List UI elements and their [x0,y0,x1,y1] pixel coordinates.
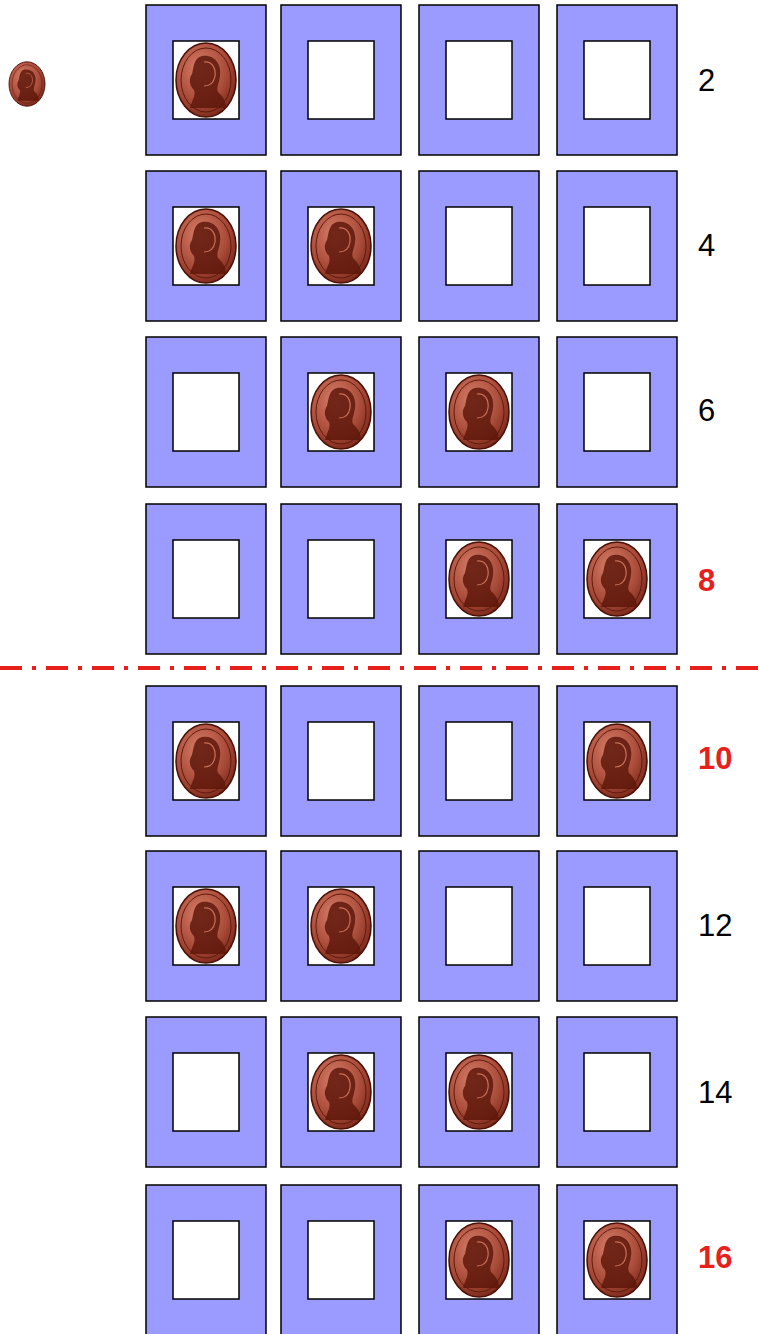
slot-window [584,1221,650,1299]
slot-window [173,722,239,800]
slot-frame [281,851,401,1001]
slot-frame [557,504,677,654]
slot-window [584,722,650,800]
slot-window [173,1221,239,1299]
slot-frame [146,337,266,487]
slot-frame [281,337,401,487]
penny [176,43,236,117]
slot-frame [419,1185,539,1334]
slot-window [308,207,374,285]
slot-window [173,41,239,119]
slot-window [584,373,650,451]
count-number: 16 [698,1242,732,1273]
slot-window [584,41,650,119]
slot-frame [146,504,266,654]
slot-frame [557,5,677,155]
slot-frame [146,686,266,836]
penny [9,62,45,106]
slot-frame [557,1185,677,1334]
count-number: 4 [698,230,715,261]
slot-window [446,540,512,618]
count-number: 6 [698,395,715,426]
slot-window [584,887,650,965]
count-number: 10 [698,743,732,774]
slot-window [308,722,374,800]
slot-frame [146,1017,266,1167]
slot-window [584,540,650,618]
slot-frame [281,5,401,155]
slot-window [173,887,239,965]
slot-frame [281,504,401,654]
penny [449,1223,509,1297]
slot-frame [557,851,677,1001]
slot-frame [419,337,539,487]
slot-window [584,207,650,285]
penny [311,1055,371,1129]
slot-frame [419,1017,539,1167]
penny [449,375,509,449]
slot-window [584,1053,650,1131]
count-number: 2 [698,65,715,96]
slot-window [173,540,239,618]
slot-window [446,1221,512,1299]
penny [587,542,647,616]
slot-window [308,1221,374,1299]
slot-window [308,1053,374,1131]
slot-window [446,1053,512,1131]
slot-frame [281,686,401,836]
penny [449,1055,509,1129]
slot-frame [146,851,266,1001]
slot-frame [419,686,539,836]
slot-window [173,373,239,451]
penny [176,724,236,798]
slot-frame [281,1017,401,1167]
penny [587,1223,647,1297]
slot-frame [281,1185,401,1334]
slot-frame [146,171,266,321]
slot-window [446,722,512,800]
slot-frame [419,504,539,654]
slot-frame [419,171,539,321]
slot-window [446,887,512,965]
slot-window [446,41,512,119]
slot-window [446,207,512,285]
slot-frame [557,171,677,321]
penny [311,889,371,963]
slot-frame [281,171,401,321]
slot-window [308,540,374,618]
slot-window [173,207,239,285]
count-number: 14 [698,1077,732,1108]
penny [176,209,236,283]
penny [449,542,509,616]
slot-frame [146,1185,266,1334]
penny [311,209,371,283]
count-number: 12 [698,910,732,941]
slot-window [308,887,374,965]
penny [311,375,371,449]
count-number: 8 [698,565,715,596]
penny [587,724,647,798]
slot-frame [557,686,677,836]
slot-frame [146,5,266,155]
divider-line [0,666,760,670]
slot-frame [557,337,677,487]
slot-frame [419,851,539,1001]
slot-frame [557,1017,677,1167]
slot-window [308,373,374,451]
slot-window [446,373,512,451]
penny [176,889,236,963]
slot-window [308,41,374,119]
slot-window [173,1053,239,1131]
slot-frame [419,5,539,155]
